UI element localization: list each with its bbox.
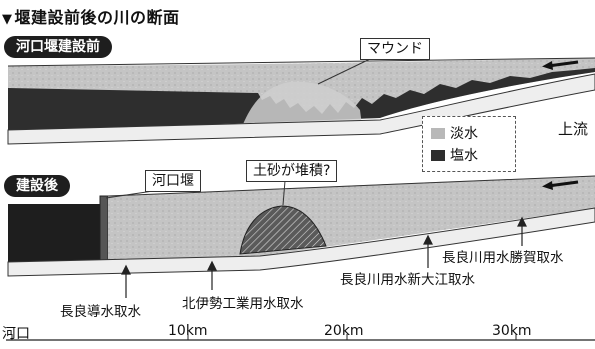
salt-water-wedge-before: [8, 68, 595, 132]
intake-label-1: 長良導水取水: [60, 304, 141, 320]
water-surface-before: [7, 57, 595, 67]
axis-tick-0: 河口: [2, 326, 30, 342]
axis-tick-20km: 20km: [324, 323, 364, 339]
figure-title: ▼堰建設前後の川の断面: [2, 4, 180, 28]
legend-fresh-label: 淡水: [450, 126, 478, 142]
intake-arrow-4: [517, 216, 527, 246]
dam-label: 河口堰: [145, 170, 201, 192]
mound-label: マウンド: [360, 38, 430, 60]
intake-arrow-1: [121, 264, 131, 298]
intake-label-4: 長良川用水勝賀取水: [442, 250, 564, 266]
title-text: 堰建設前後の川の断面: [14, 8, 180, 27]
intake-arrow-3: [423, 234, 433, 268]
fresh-water-swatch: [431, 128, 445, 139]
intake-label-2: 北伊勢工業用水取水: [182, 296, 304, 312]
before-label: 河口堰建設前: [4, 36, 112, 58]
intake-arrow-2: [207, 260, 217, 290]
triangle-bullet-icon: ▼: [2, 12, 13, 27]
legend-salt: 塩水: [431, 145, 478, 165]
riverbed-after: [7, 207, 595, 277]
mound-before: [240, 81, 362, 132]
estuary-dam: [99, 195, 109, 267]
riverbed-before: [7, 73, 595, 145]
mound-callout-line: [317, 57, 373, 85]
water-surface-after: [107, 175, 595, 197]
axis-tick-30km: 30km: [492, 323, 532, 339]
legend-fresh: 淡水: [431, 123, 478, 143]
sediment-callout-line: [282, 180, 286, 206]
sediment-mound: [239, 205, 327, 255]
axis-tick-10km: 10km: [168, 323, 208, 339]
salt-water-downstream: [8, 204, 100, 262]
after-label: 建設後: [4, 175, 70, 197]
before-panel: [7, 57, 595, 145]
salt-water-swatch: [431, 150, 445, 161]
after-panel: [7, 175, 595, 277]
flow-arrow-before: [542, 60, 579, 70]
flow-arrow-after: [542, 180, 579, 190]
intake-label-3: 長良川用水新大江取水: [340, 272, 475, 288]
fresh-water-after: [108, 176, 595, 262]
distance-axis: [6, 334, 595, 341]
legend-salt-label: 塩水: [450, 148, 478, 164]
legend: 淡水 塩水: [422, 116, 516, 172]
sediment-label: 土砂が堆積?: [246, 160, 338, 182]
upstream-label: 上流: [558, 120, 589, 138]
